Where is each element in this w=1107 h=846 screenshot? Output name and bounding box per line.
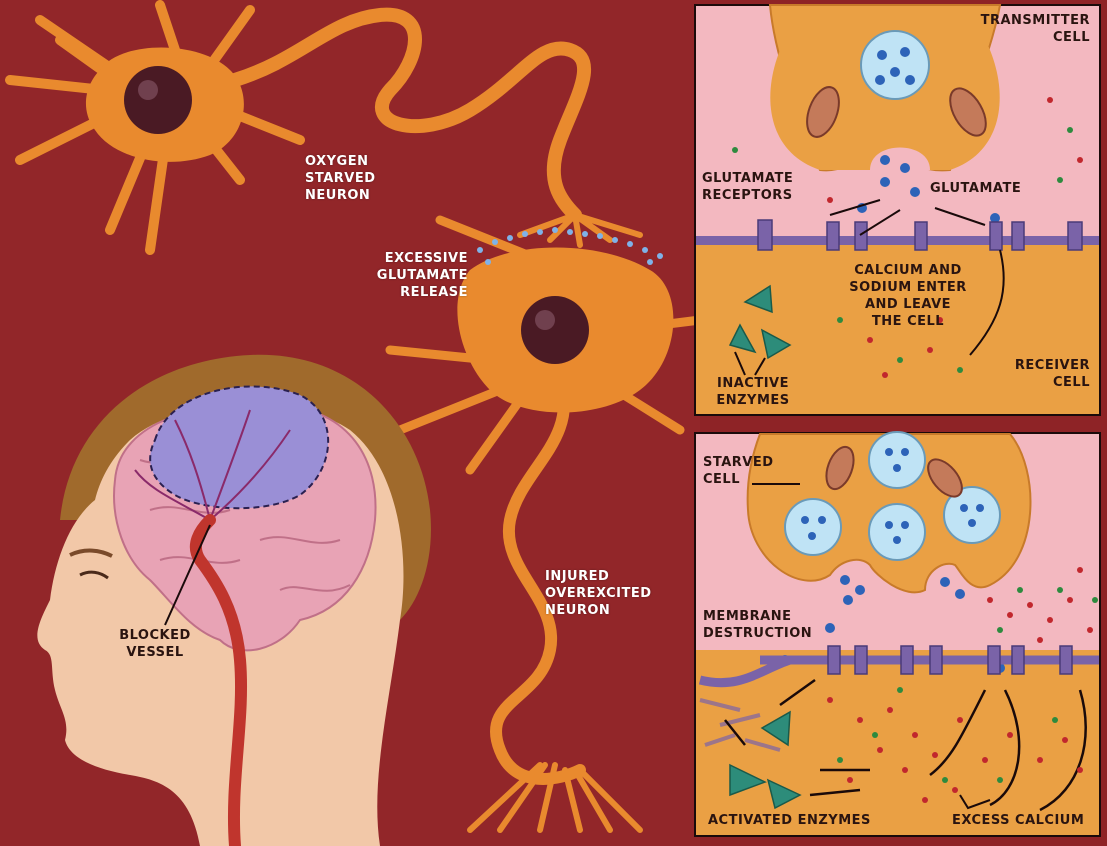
label-oxygen-starved-neuron: OXYGEN STARVED NEURON — [305, 153, 376, 204]
label-transmitter-cell: TRANSMITTER CELL — [970, 12, 1090, 46]
label-glutamate-receptors: GLUTAMATE RECEPTORS — [702, 170, 793, 204]
label-receiver-cell: RECEIVER CELL — [990, 357, 1090, 391]
label-membrane-destruction: MEMBRANE DESTRUCTION — [703, 608, 812, 642]
label-inactive-enzymes: INACTIVE ENZYMES — [708, 375, 798, 409]
injured-neuron-nucleus-highlight — [535, 310, 555, 330]
label-excess-calcium: EXCESS CALCIUM — [952, 812, 1084, 829]
label-blocked-vessel: BLOCKED VESSEL — [100, 627, 210, 661]
label-excessive-glutamate-release: EXCESSIVE GLUTAMATE RELEASE — [360, 250, 468, 301]
injured-neuron-nucleus — [521, 296, 589, 364]
label-calcium-sodium: CALCIUM AND SODIUM ENTER AND LEAVE THE C… — [838, 262, 978, 330]
vesicle — [861, 31, 929, 99]
label-activated-enzymes: ACTIVATED ENZYMES — [708, 812, 871, 829]
starved-neuron-nucleus — [124, 66, 192, 134]
label-glutamate: GLUTAMATE — [930, 180, 1021, 197]
starved-neuron-nucleus-highlight — [138, 80, 158, 100]
membrane — [696, 236, 1099, 245]
top-synapse-panel — [695, 5, 1107, 415]
label-starved-cell: STARVED CELL — [703, 454, 774, 488]
label-injured-overexcited-neuron: INJURED OVEREXCITED NEURON — [545, 568, 652, 619]
